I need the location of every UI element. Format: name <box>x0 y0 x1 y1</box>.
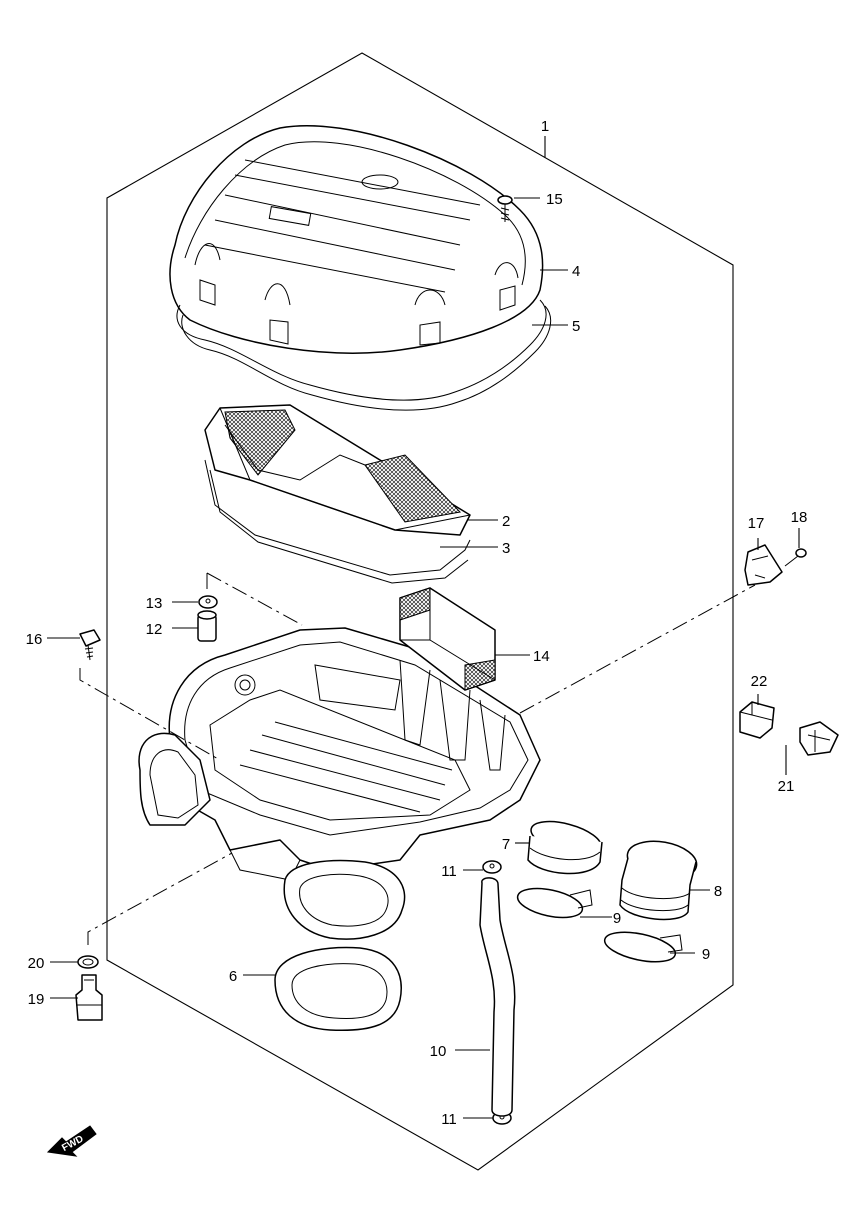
clamp-9b <box>603 931 683 963</box>
fwd-arrow-icon: FWD <box>46 1125 97 1157</box>
label-7: 7 <box>502 836 510 853</box>
ref-line-5 <box>87 852 233 945</box>
joint-7 <box>527 820 603 875</box>
label-11b: 11 <box>441 1111 457 1128</box>
leader-lines <box>47 136 800 1119</box>
label-22: 22 <box>751 673 768 690</box>
label-16: 16 <box>26 631 43 648</box>
label-9b: 9 <box>702 946 710 963</box>
ref-line-3 <box>79 668 221 761</box>
cap-12 <box>197 610 217 642</box>
label-3: 3 <box>502 540 510 557</box>
label-10: 10 <box>430 1043 447 1060</box>
ref-line-2 <box>206 572 303 626</box>
air-cleaner-case <box>138 627 541 881</box>
clip-11a <box>482 860 502 874</box>
sensor-19 <box>75 974 103 1021</box>
label-6: 6 <box>229 968 237 985</box>
label-11a: 11 <box>441 863 457 880</box>
label-2: 2 <box>502 513 510 530</box>
label-4: 4 <box>572 263 580 280</box>
connector-22 <box>739 701 775 739</box>
label-20: 20 <box>28 955 45 972</box>
cover-gasket <box>176 299 547 401</box>
clamp-9a <box>516 887 593 919</box>
washer-20 <box>77 955 99 969</box>
air-cleaner-cover <box>169 124 544 354</box>
label-18: 18 <box>791 509 808 526</box>
clip-13 <box>198 595 218 609</box>
funnel-8 <box>619 840 698 921</box>
label-17: 17 <box>748 515 765 532</box>
label-8: 8 <box>714 883 722 900</box>
label-12: 12 <box>146 621 163 638</box>
screw-18 <box>784 548 807 567</box>
label-9a: 9 <box>613 910 621 927</box>
label-1: 1 <box>541 118 549 135</box>
assembly-frame <box>106 52 734 1171</box>
label-5: 5 <box>572 318 580 335</box>
label-21: 21 <box>778 778 795 795</box>
label-13: 13 <box>146 595 163 612</box>
filter-gasket <box>204 459 471 576</box>
screw-15 <box>497 195 513 222</box>
connector-21 <box>799 721 839 756</box>
mesh-block-14 <box>399 587 496 691</box>
hose-10 <box>479 877 516 1117</box>
bolt-16 <box>79 629 101 661</box>
seal-6 <box>274 859 406 1032</box>
label-15: 15 <box>546 191 563 208</box>
bracket-17 <box>744 544 783 586</box>
air-filter-element <box>204 404 471 536</box>
ref-line-4 <box>519 584 756 714</box>
label-14: 14 <box>533 648 550 665</box>
label-19: 19 <box>28 991 45 1008</box>
